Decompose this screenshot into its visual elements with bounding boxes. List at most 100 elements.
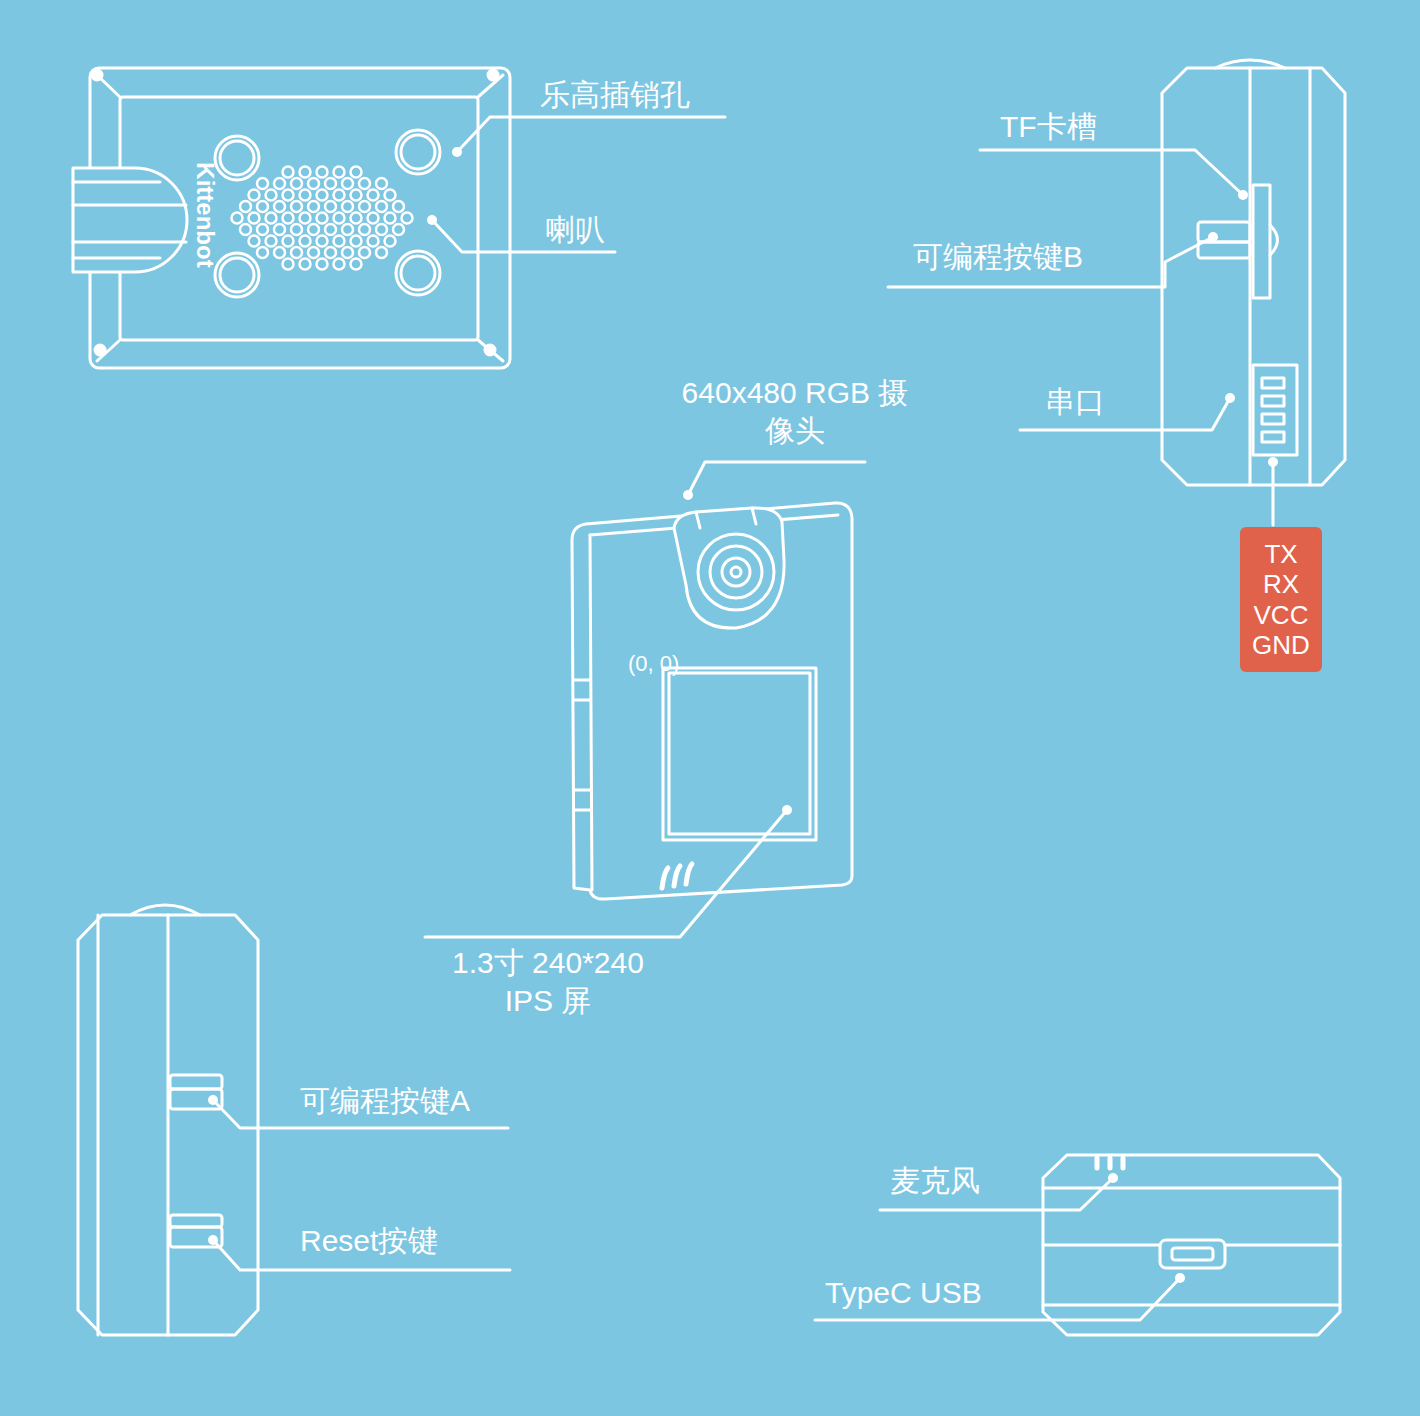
speaker-hole <box>368 213 379 224</box>
speaker-hole <box>351 167 362 178</box>
speaker-hole <box>317 190 328 201</box>
outline-stroke <box>1262 378 1284 388</box>
outline-stroke <box>663 668 816 840</box>
speaker-hole <box>351 236 362 247</box>
speaker-hole <box>308 247 319 258</box>
outline-stroke <box>401 135 435 169</box>
speaker-hole <box>283 236 294 247</box>
part-label: TypeC USB <box>825 1274 982 1312</box>
speaker-hole <box>393 201 404 212</box>
speaker-hole <box>283 213 294 224</box>
speaker-hole <box>317 213 328 224</box>
speaker-hole <box>334 213 345 224</box>
speaker-hole <box>308 178 319 189</box>
speaker-hole <box>376 224 387 235</box>
outline-stroke <box>73 241 186 244</box>
speaker-hole <box>359 247 370 258</box>
brand-mark: Kittenbot <box>190 162 220 267</box>
outline-stroke <box>485 345 495 355</box>
outline-stroke <box>396 251 440 295</box>
speaker-hole <box>249 213 260 224</box>
outline-stroke <box>78 915 258 1335</box>
outline-stroke <box>1225 1244 1340 1247</box>
outline-stroke <box>401 256 435 290</box>
outline-stroke <box>662 864 692 888</box>
outline-stroke <box>888 237 1213 287</box>
speaker-hole <box>257 201 268 212</box>
outline-stroke <box>1043 1187 1340 1190</box>
outline-stroke <box>73 181 160 184</box>
speaker-hole <box>368 236 379 247</box>
speaker-hole <box>368 190 379 201</box>
speaker-hole <box>308 224 319 235</box>
speaker-hole <box>359 201 370 212</box>
speaker-hole <box>291 201 302 212</box>
outline-stroke <box>73 204 186 207</box>
part-label: 乐高插销孔 <box>540 76 690 114</box>
speaker-hole <box>300 167 311 178</box>
outline-stroke <box>92 70 102 80</box>
speaker-hole <box>342 224 353 235</box>
outline-stroke <box>1162 68 1345 485</box>
speaker-hole <box>325 178 336 189</box>
outline-stroke <box>167 915 170 1335</box>
outline-stroke <box>95 345 105 355</box>
part-label: TF卡槽 <box>1000 108 1097 146</box>
speaker-hole <box>283 190 294 201</box>
speaker-hole <box>342 247 353 258</box>
outline-stroke <box>73 168 187 272</box>
outline-stroke <box>1198 242 1250 258</box>
speaker-hole <box>291 247 302 258</box>
outline-stroke <box>980 150 1243 195</box>
speaker-hole <box>325 224 336 235</box>
outline-stroke <box>669 673 810 834</box>
outline-stroke <box>688 462 865 495</box>
speaker-hole <box>334 190 345 201</box>
speaker-hole <box>351 190 362 201</box>
part-label: 可编程按键B <box>913 238 1083 276</box>
speaker-hole <box>240 201 251 212</box>
outline-stroke <box>425 810 787 937</box>
speaker-hole <box>300 213 311 224</box>
speaker-hole <box>342 178 353 189</box>
speaker-hole <box>283 167 294 178</box>
speaker-hole <box>283 259 294 270</box>
outline-stroke <box>710 546 762 598</box>
outline-stroke <box>674 508 784 628</box>
speaker-hole <box>308 201 319 212</box>
speaker-hole <box>240 224 251 235</box>
speaker-hole <box>317 167 328 178</box>
speaker-hole <box>291 224 302 235</box>
speaker-hole <box>385 190 396 201</box>
speaker-hole <box>342 201 353 212</box>
speaker-hole <box>291 178 302 189</box>
part-label: 喇叭 <box>545 211 605 249</box>
speaker-hole <box>274 224 285 235</box>
speaker-hole <box>325 247 336 258</box>
speaker-hole <box>266 213 277 224</box>
outline-stroke <box>1262 396 1284 406</box>
part-label: 串口 <box>1045 383 1105 421</box>
speaker-hole <box>351 213 362 224</box>
speaker-hole <box>274 178 285 189</box>
speaker-hole <box>249 236 260 247</box>
speaker-hole <box>402 213 413 224</box>
speaker-hole <box>334 259 345 270</box>
outline-stroke <box>1043 1244 1160 1247</box>
outline-stroke <box>220 141 254 175</box>
speaker-hole <box>300 259 311 270</box>
speaker-hole <box>385 236 396 247</box>
speaker-hole <box>334 236 345 247</box>
front-view <box>425 462 865 937</box>
outline-stroke <box>722 558 750 586</box>
speaker-hole <box>376 178 387 189</box>
speaker-hole <box>334 167 345 178</box>
outline-stroke <box>574 680 590 810</box>
outline-stroke <box>1253 185 1270 298</box>
outline-stroke <box>1262 432 1284 442</box>
speaker-hole <box>257 178 268 189</box>
part-label: Reset按键 <box>300 1222 438 1260</box>
outline-stroke <box>698 534 774 610</box>
outline-stroke <box>1249 68 1252 485</box>
outline-stroke <box>478 340 503 361</box>
